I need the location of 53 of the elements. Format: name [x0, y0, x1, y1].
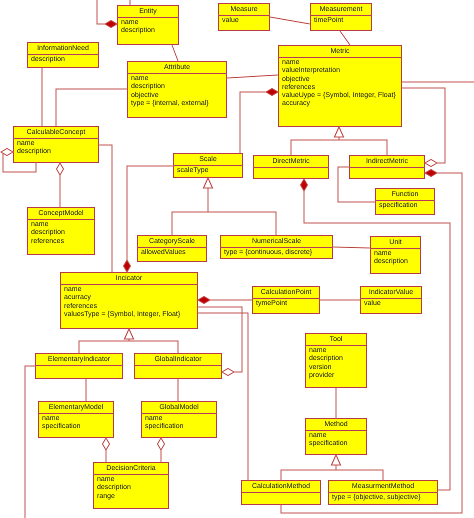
class-box — [27, 42, 99, 68]
class-box — [370, 236, 421, 274]
class-box — [252, 286, 320, 314]
association-line — [226, 74, 278, 78]
composition-line — [96, 0, 118, 28]
class-box — [35, 353, 123, 379]
aggregation-line — [56, 162, 64, 208]
generalization-arrow — [331, 454, 384, 480]
composition-line — [300, 178, 450, 490]
class-box — [137, 235, 207, 262]
class-box — [241, 480, 321, 505]
class-box — [38, 401, 114, 438]
class-box — [305, 333, 367, 388]
class-box — [220, 235, 333, 259]
class-box — [218, 3, 270, 31]
class-box — [60, 272, 198, 329]
aggregation-line — [102, 438, 110, 462]
aggregation-line — [198, 306, 242, 376]
class-box — [173, 153, 243, 178]
class-box — [278, 45, 402, 127]
class-box — [134, 353, 222, 379]
association-line — [270, 16, 310, 24]
aggregation-line — [402, 88, 446, 167]
class-box — [375, 188, 435, 215]
association-line — [24, 366, 36, 518]
association-line — [338, 166, 376, 202]
composition-line — [280, 169, 462, 514]
class-box — [310, 3, 372, 31]
association-line — [332, 246, 370, 248]
class-box — [117, 5, 179, 45]
class-box — [93, 462, 169, 509]
association-line — [340, 30, 350, 46]
class-box — [253, 155, 329, 179]
class-box — [127, 61, 227, 118]
class-box — [13, 126, 99, 163]
generalization-arrow — [334, 126, 388, 156]
class-box — [305, 418, 367, 455]
class-box — [27, 207, 95, 255]
association-line — [172, 44, 178, 62]
association-line — [56, 88, 128, 126]
aggregation-line — [157, 438, 165, 462]
composition-line — [198, 296, 252, 304]
class-box — [328, 480, 438, 505]
class-box — [141, 401, 217, 438]
composition-line — [240, 88, 278, 154]
generalization-arrow — [124, 328, 178, 354]
aggregation-line — [0, 148, 36, 172]
association-line — [98, 144, 112, 272]
generalization-arrow — [203, 178, 276, 236]
class-box — [349, 155, 425, 179]
class-box — [360, 286, 422, 314]
composition-line — [123, 166, 174, 272]
association-line — [198, 312, 248, 480]
